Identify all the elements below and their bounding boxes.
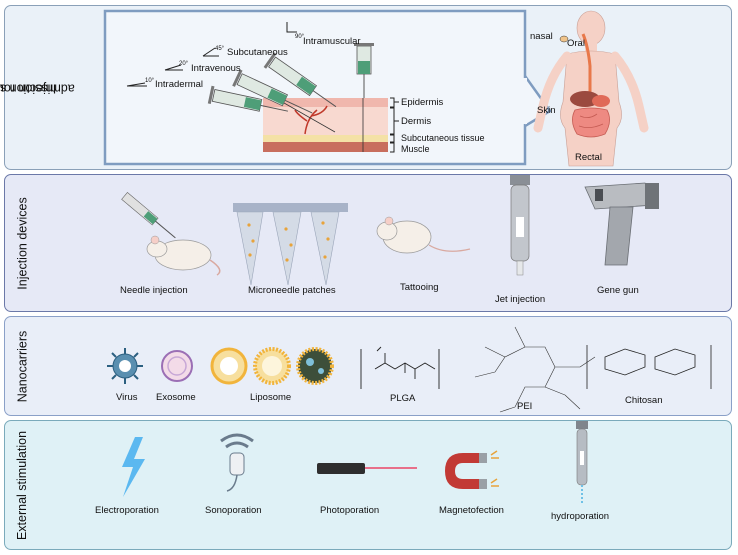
rectal-label: Rectal [575, 152, 602, 163]
injection-callout [103, 9, 649, 167]
exosome-label: Exosome [156, 392, 196, 403]
human-body-icon [533, 10, 649, 167]
tattooing-label: Tattooing [400, 282, 439, 293]
mouse-icon [146, 235, 221, 276]
subcutaneous-angle-label: 45° [215, 46, 225, 52]
lightning-icon [122, 437, 145, 497]
chitosan-label: Chitosan [625, 395, 663, 406]
nasal-label: nasal [530, 31, 553, 42]
liposome-label: Liposome [250, 392, 292, 403]
syringe-icon [263, 52, 337, 108]
virus-label: Virus [116, 392, 138, 403]
subcutaneous-tissue-label: Subcutaneous tissue [401, 133, 485, 143]
plga-structure-icon [360, 346, 440, 389]
gene-gun-icon [584, 182, 659, 266]
hydroporation-icon [576, 421, 588, 505]
photoporation-label: Photoporation [320, 505, 380, 516]
laser-icon [317, 463, 417, 474]
external-stimulation-panel: External stimulation Electroporation Son… [4, 420, 732, 550]
intramuscular-angle-label: 90° [295, 34, 305, 40]
subcutaneous-label: Subcutaneous [227, 47, 288, 58]
intradermal-angle-label: 10° [145, 78, 155, 84]
syringe-icon [354, 43, 374, 98]
stimulation-illustrations [122, 421, 588, 505]
sonoporation-label: Sonoporation [205, 505, 262, 516]
nanocarrier-illustrations [107, 326, 712, 413]
microneedle-icon [233, 203, 348, 286]
injection-devices-panel: Injection devices [4, 174, 732, 312]
syringe-icon [232, 69, 313, 114]
mouse-icon [376, 216, 471, 254]
epidermis-label: Epidermis [401, 97, 444, 108]
plga-label: PLGA [390, 393, 416, 404]
ultrasound-icon [220, 433, 254, 492]
liposome-icon [210, 347, 334, 385]
nanocarriers-panel: Nanocarriers [4, 316, 732, 416]
gene-gun-label: Gene gun [597, 285, 639, 296]
injection-site-panel: Injection site &admission route [0, 5, 732, 170]
magnetofection-label: Magnetofection [439, 505, 504, 516]
pei-structure-icon [474, 326, 596, 413]
intradermal-label: Intradermal [155, 79, 204, 90]
intramuscular-label: Intramuscular [303, 36, 361, 47]
muscle-label: Muscle [401, 144, 430, 154]
intravenous-angle-label: 20° [179, 61, 189, 67]
chitosan-structure-icon [586, 345, 712, 389]
jet-injector-icon [510, 175, 530, 276]
syringe-icon [207, 85, 289, 112]
pei-label: PEI [517, 401, 533, 412]
oral-label: Oral [567, 38, 585, 49]
virus-icon [107, 348, 143, 384]
needle-injection-label: Needle injection [120, 285, 188, 296]
exosome-icon [161, 350, 193, 382]
skin-label: Skin [537, 105, 556, 116]
devices-illustrations [121, 175, 659, 286]
microneedle-patches-label: Microneedle patches [248, 285, 336, 296]
electroporation-label: Electroporation [95, 505, 159, 516]
dermis-label: Dermis [401, 116, 432, 127]
magnet-icon [445, 450, 499, 489]
syringe-icon [121, 191, 176, 239]
intravenous-label: Intravenous [191, 63, 241, 74]
hydroporation-label: hydroporation [551, 511, 610, 522]
jet-injection-label: Jet injection [495, 294, 546, 305]
